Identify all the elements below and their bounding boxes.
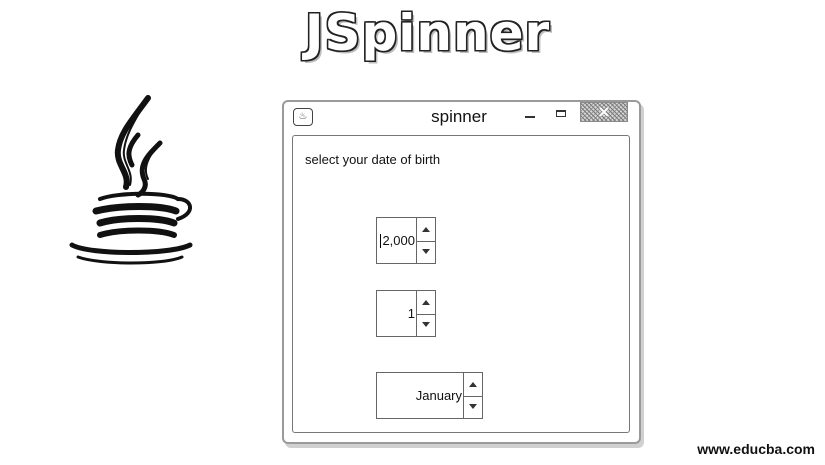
month-spinner[interactable]: January: [376, 372, 483, 419]
minimize-button[interactable]: [525, 116, 535, 118]
java-coffee-cup-icon: [69, 95, 193, 265]
year-value: 2,000: [382, 233, 415, 248]
spinner-window: ♨ spinner ✕ select your date of birth 2,…: [282, 100, 641, 444]
arrow-down-icon: [422, 322, 430, 328]
arrow-up-icon: [469, 381, 477, 387]
month-value: January: [415, 388, 462, 403]
arrow-up-icon: [422, 226, 430, 232]
title-bar[interactable]: ♨ spinner ✕: [284, 102, 639, 132]
java-app-icon[interactable]: ♨: [293, 108, 313, 126]
close-button[interactable]: ✕: [580, 102, 628, 122]
educba-watermark: www.educba.com: [697, 441, 815, 457]
window-title: spinner: [431, 107, 487, 126]
year-decrement-button[interactable]: [417, 241, 435, 264]
arrow-down-icon: [422, 249, 430, 255]
day-field[interactable]: 1: [377, 291, 416, 336]
arrow-up-icon: [422, 299, 430, 305]
month-field[interactable]: January: [377, 373, 463, 418]
maximize-button[interactable]: [556, 110, 566, 117]
year-field[interactable]: 2,000: [377, 218, 416, 263]
month-increment-button[interactable]: [464, 373, 482, 397]
year-spinner[interactable]: 2,000: [376, 217, 436, 264]
day-spinner[interactable]: 1: [376, 290, 436, 337]
day-increment-button[interactable]: [417, 291, 435, 315]
month-decrement-button[interactable]: [464, 396, 482, 419]
arrow-down-icon: [469, 404, 477, 410]
date-of-birth-label: select your date of birth: [305, 152, 441, 167]
day-decrement-button[interactable]: [417, 314, 435, 337]
page-title: JSpinner: [304, 4, 551, 62]
close-icon: ✕: [598, 104, 610, 120]
year-increment-button[interactable]: [417, 218, 435, 242]
content-pane: select your date of birth 2,000 1 Januar…: [292, 135, 630, 433]
day-value: 1: [407, 306, 415, 321]
